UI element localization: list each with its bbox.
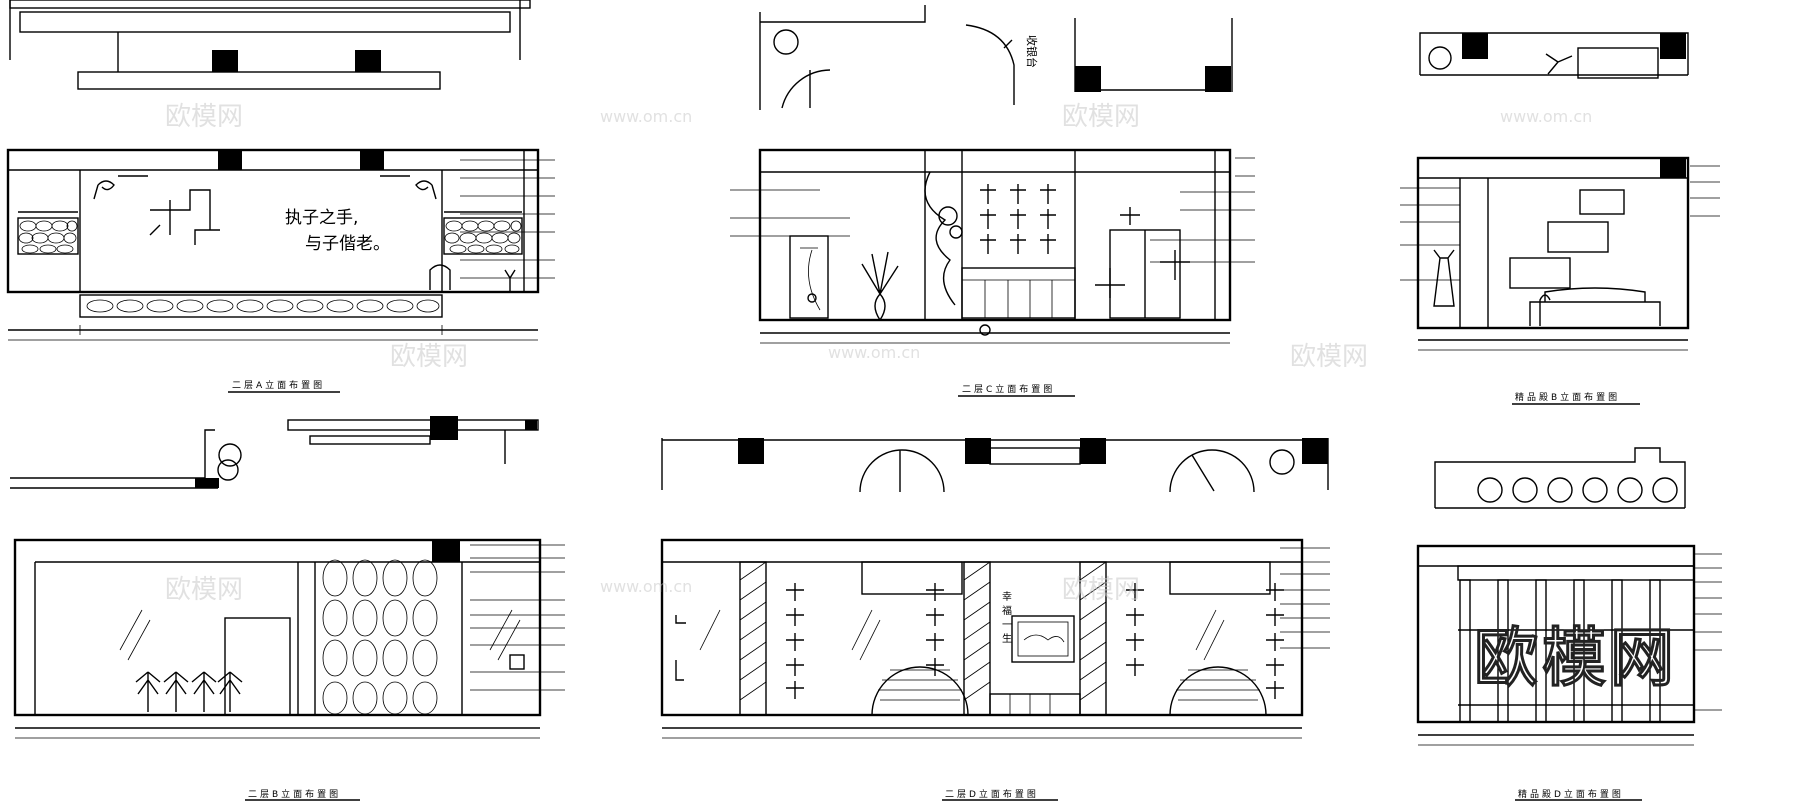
panel-c-plan: 收银台: [759, 5, 1233, 110]
watermark-url: www.om.cn: [828, 343, 920, 362]
panel-d-title: 二层D立面布置图: [945, 788, 1039, 800]
watermark-url: www.om.cn: [1500, 107, 1592, 126]
watermark-cn: 欧模网: [390, 342, 468, 372]
panel-d-elevation: 幸 福 一 生 二层D立面布置图: [660, 538, 1330, 801]
panel-b-title: 二层B立面布置图: [248, 788, 341, 800]
watermark-url: www.om.cn: [600, 577, 692, 596]
watermark-big: 欧模网: [1474, 622, 1678, 696]
panel-b-elevation: 二层B立面布置图: [13, 538, 565, 801]
watermark-cn: 欧模网: [1062, 102, 1140, 132]
watermark-url: www.om.cn: [600, 107, 692, 126]
panel-a-title: 二层A立面布置图: [232, 379, 325, 391]
panel-jb-plan: [1419, 32, 1689, 79]
hanger-grid-c: [980, 184, 1056, 254]
watermarks: 欧模网 www.om.cn 欧模网 www.om.cn 欧模网 www.om.c…: [165, 102, 1592, 605]
panel-jd-elevation: 精品殿D立面布置图: [1416, 544, 1722, 801]
panel-d-plan: [661, 438, 1329, 493]
panel-a-plan: [9, 0, 531, 90]
watermark-cn: 欧模网: [1290, 342, 1368, 372]
vertical-text-3: 一: [1002, 620, 1012, 631]
watermark-cn: 欧模网: [165, 575, 243, 605]
panel-jb-elevation: 精品殿B立面布置图: [1400, 156, 1720, 405]
poem-line-1: 执子之手,: [285, 208, 358, 228]
panel-c-title: 二层C立面布置图: [962, 383, 1055, 395]
poem-line-2: 与子偕老。: [305, 234, 390, 254]
panel-a-elevation: 执子之手, 与子偕老。 二层A立面布置图: [6, 148, 555, 393]
watermark-cn: 欧模网: [165, 102, 243, 132]
vertical-text-4: 生: [1002, 632, 1012, 645]
watermark-cn: 欧模网: [1062, 575, 1140, 605]
cashier-label: 收银台: [1025, 35, 1039, 68]
panel-jd-plan: [1434, 447, 1686, 509]
panel-jd-title: 精品殿D立面布置图: [1518, 788, 1624, 800]
panel-c-elevation: 二层C立面布置图: [730, 148, 1255, 397]
panel-b-plan: [10, 416, 539, 489]
vertical-text-1: 幸: [1002, 591, 1012, 603]
vertical-text-2: 福: [1002, 604, 1012, 617]
panel-jb-title: 精品殿B立面布置图: [1515, 391, 1620, 403]
